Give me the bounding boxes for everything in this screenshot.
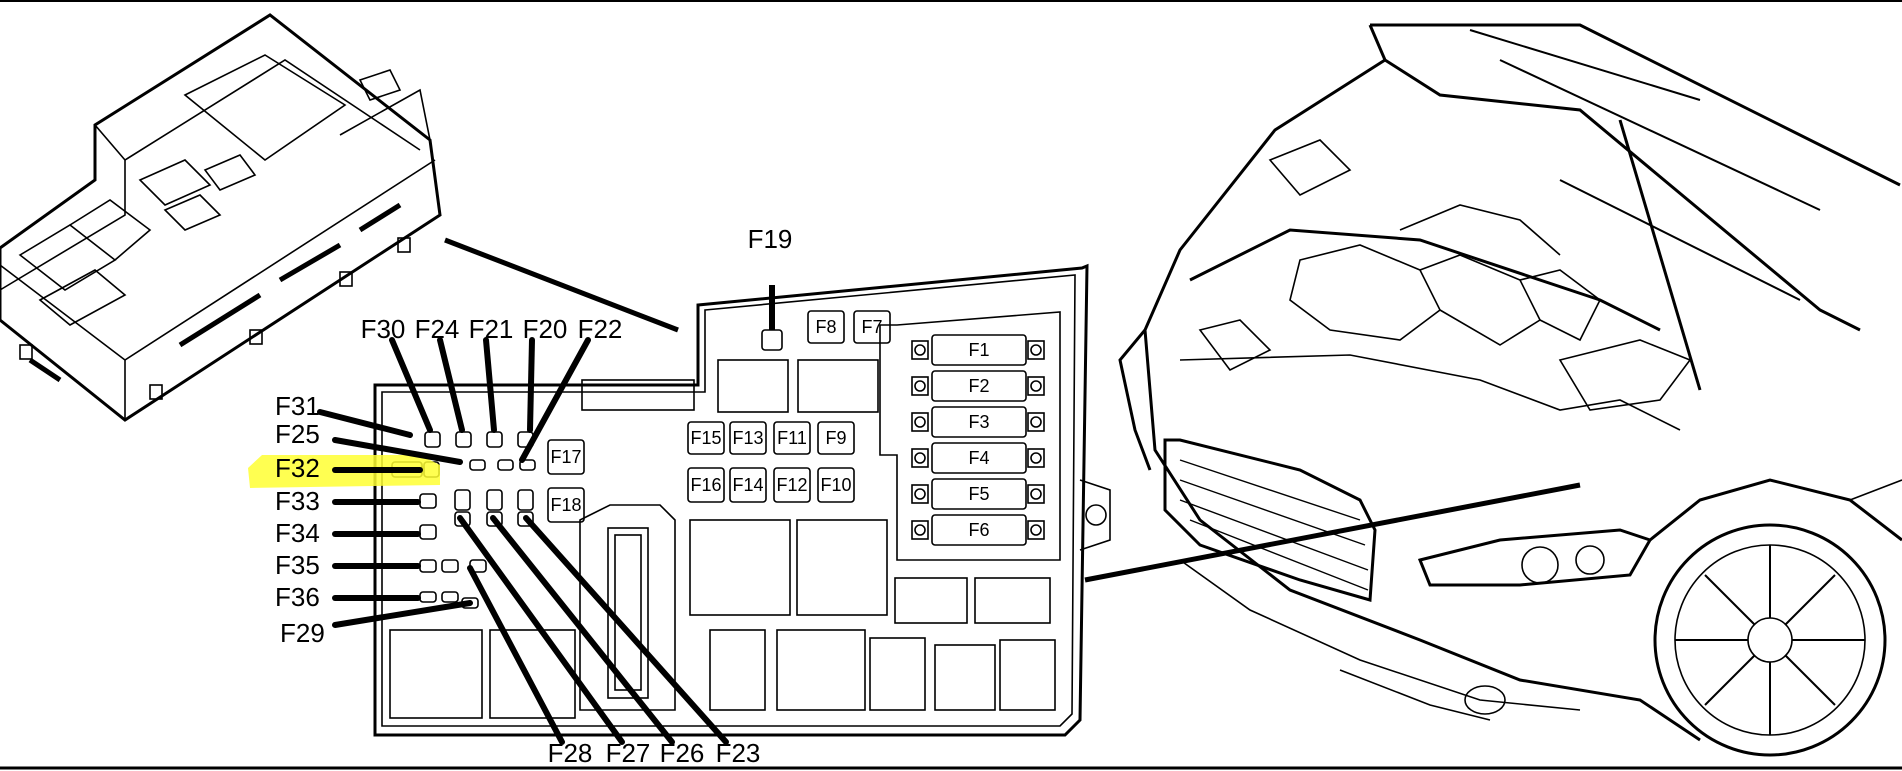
fuse-f2 — [931, 370, 1027, 402]
label-f30: F30 — [361, 314, 406, 344]
label-f23: F23 — [716, 738, 761, 768]
fuse-f15 — [687, 421, 725, 455]
fuse-f9 — [817, 421, 855, 455]
terminal-screw-icon — [1030, 452, 1042, 464]
fuse-f16 — [687, 467, 725, 503]
label-f32: F32 — [275, 453, 320, 483]
label-f29: F29 — [280, 618, 325, 648]
fuse-f12 — [773, 467, 811, 503]
fuse-f10 — [817, 467, 855, 503]
fuse-f18 — [547, 487, 585, 523]
label-f33: F33 — [275, 486, 320, 516]
label-f36: F36 — [275, 582, 320, 612]
terminal-screw-icon — [1030, 488, 1042, 500]
callout-leaders — [317, 337, 729, 745]
label-f28: F28 — [548, 738, 593, 768]
fuse-label-f4: F4 — [968, 448, 989, 468]
fuse-f1 — [931, 334, 1027, 366]
fuse-label-f1: F1 — [968, 340, 989, 360]
fuse-f14 — [729, 467, 767, 503]
fuse-f4 — [931, 442, 1027, 474]
connector-line-box — [444, 237, 679, 333]
fuse-label-f10: F10 — [820, 475, 851, 495]
fuse-f3 — [931, 406, 1027, 438]
label-f19: F19 — [748, 224, 793, 254]
car-engine-bay-illustration — [1118, 23, 1902, 757]
label-f27: F27 — [606, 738, 651, 768]
fuse-f7 — [853, 310, 891, 344]
fuse-label-f14: F14 — [732, 475, 763, 495]
fuse-label-f9: F9 — [825, 428, 846, 448]
fuse-f6 — [931, 514, 1027, 546]
fuse-label-f12: F12 — [776, 475, 807, 495]
fuse-label-f3: F3 — [968, 412, 989, 432]
label-f34: F34 — [275, 518, 320, 548]
label-f22: F22 — [578, 314, 623, 344]
fuse-f1-terminal — [1027, 340, 1045, 360]
fuse-f17 — [547, 439, 585, 475]
fuse-f4-terminal — [1027, 448, 1045, 468]
fuse-label-f17: F17 — [550, 447, 581, 467]
label-f21: F21 — [469, 314, 514, 344]
fuse-label-f13: F13 — [732, 428, 763, 448]
fuse-label-f11: F11 — [777, 428, 807, 448]
fuse-label-f7: F7 — [861, 317, 882, 337]
fuse-f3-terminal — [911, 412, 929, 432]
terminal-screw-icon — [1030, 416, 1042, 428]
fuse-f4-terminal — [911, 448, 929, 468]
fuse-f5-terminal — [1027, 484, 1045, 504]
fuse-label-f18: F18 — [550, 495, 581, 515]
fuse-label-f8: F8 — [815, 317, 836, 337]
fuse-f5 — [931, 478, 1027, 510]
label-f25: F25 — [275, 419, 320, 449]
fuse-f6-terminal — [1027, 520, 1045, 540]
fuse-label-f6: F6 — [968, 520, 989, 540]
label-f26: F26 — [660, 738, 705, 768]
callout-labels: F19 F30 F24 F21 F20 F22 F31 F25 F32 F33 … — [275, 224, 792, 768]
terminal-screw-icon — [1030, 344, 1042, 356]
terminal-screw-icon — [914, 452, 926, 464]
fuse-box-3d-illustration — [0, 13, 442, 422]
fuse-f2-terminal — [911, 376, 929, 396]
fuse-f11 — [773, 421, 811, 455]
terminal-screw-icon — [1030, 524, 1042, 536]
terminal-screw-icon — [914, 380, 926, 392]
terminal-screw-icon — [914, 488, 926, 500]
terminal-screw-icon — [914, 416, 926, 428]
fuse-label-f16: F16 — [690, 475, 721, 495]
fuse-label-f5: F5 — [968, 484, 989, 504]
fuse-f8 — [807, 310, 845, 344]
fuse-label-f15: F15 — [690, 428, 721, 448]
fuse-label-f2: F2 — [968, 376, 989, 396]
fuse-f2-terminal — [1027, 376, 1045, 396]
terminal-screw-icon — [1030, 380, 1042, 392]
fuse-f5-terminal — [911, 484, 929, 504]
fuse-f3-terminal — [1027, 412, 1045, 432]
fuse-f6-terminal — [911, 520, 929, 540]
label-f24: F24 — [415, 314, 460, 344]
label-f31: F31 — [275, 391, 320, 421]
fuse-f13 — [729, 421, 767, 455]
terminal-screw-icon — [914, 344, 926, 356]
terminal-screw-icon — [914, 524, 926, 536]
label-f35: F35 — [275, 550, 320, 580]
fuse-f1-terminal — [911, 340, 929, 360]
connector-line-car — [1084, 482, 1581, 583]
label-f20: F20 — [523, 314, 568, 344]
